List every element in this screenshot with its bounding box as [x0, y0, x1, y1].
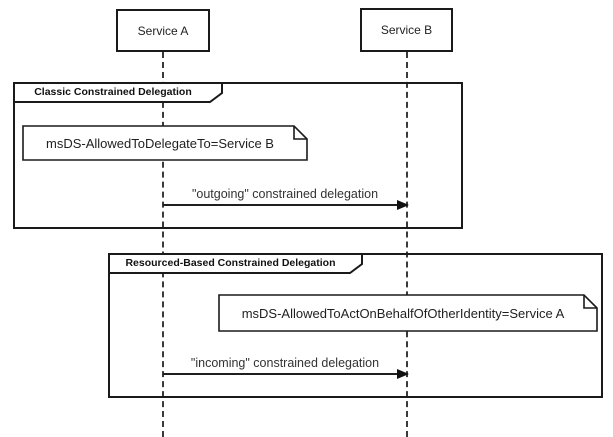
- frame-title: Classic Constrained Delegation: [34, 86, 192, 98]
- message-arrow-outgoing: [163, 204, 399, 206]
- lifeline-service-a: [162, 52, 164, 437]
- frame-tab-pentagon-icon: [13, 82, 223, 103]
- lifeline-service-b: [406, 52, 408, 437]
- note-text: msDS-AllowedToDelegateTo=Service B: [46, 135, 274, 151]
- note-allowed-to-delegate-to: msDS-AllowedToDelegateTo=Service B: [22, 125, 308, 161]
- frame-title: Resourced-Based Constrained Delegation: [125, 257, 336, 269]
- frame-tab-classic: Classic Constrained Delegation: [13, 82, 223, 103]
- actor-service-b: Service B: [360, 8, 453, 52]
- arrowhead-right-icon: [397, 200, 409, 210]
- note-text: msDS-AllowedToActOnBehalfOfOtherIdentity…: [241, 305, 565, 321]
- message-label-incoming: "incoming" constrained delegation: [190, 356, 380, 370]
- message-label-outgoing: "outgoing" constrained delegation: [191, 187, 379, 201]
- arrowhead-right-icon: [397, 369, 409, 379]
- note-shape-icon: [22, 125, 308, 161]
- message-arrow-incoming: [163, 373, 399, 375]
- actor-service-a: Service A: [116, 9, 210, 52]
- frame-classic-constrained-delegation: [13, 82, 463, 229]
- note-shape-icon: [218, 294, 598, 332]
- frame-tab-pentagon-icon: [108, 253, 363, 274]
- frame-tab-resource-based: Resourced-Based Constrained Delegation: [108, 253, 363, 274]
- note-allowed-to-act-on-behalf: msDS-AllowedToActOnBehalfOfOtherIdentity…: [218, 294, 598, 332]
